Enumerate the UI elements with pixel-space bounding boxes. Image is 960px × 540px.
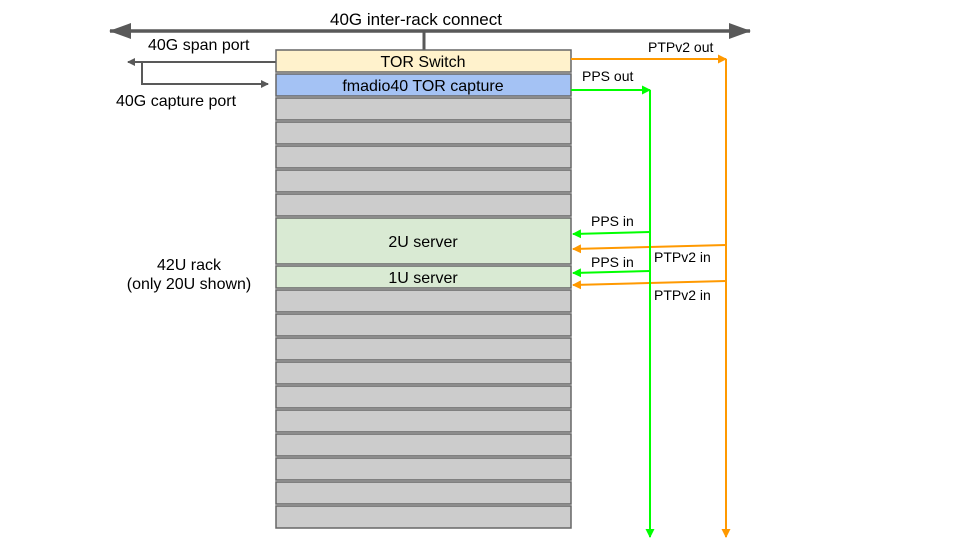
span-port-connector [141, 61, 276, 88]
empty-slots-top [275, 97, 572, 217]
fmadio-capture [275, 73, 572, 97]
empty-rack-slot [275, 385, 572, 409]
span-port-label: 40G span port [148, 37, 250, 54]
pps-out-label: PPS out [582, 68, 633, 84]
empty-rack-slot [275, 97, 572, 121]
fmadio-capture-label: fmadio40 TOR capture [342, 78, 503, 95]
rack: TOR Switch fmadio40 TOR capture 2U serve… [275, 49, 572, 529]
ptp-out-label: PTPv2 out [648, 39, 713, 55]
empty-rack-slot [275, 169, 572, 193]
server-1u [275, 265, 572, 289]
pps-in-label-1: PPS in [591, 213, 634, 229]
capture-port-label: 40G capture port [116, 93, 237, 110]
pps-in-label-2: PPS in [591, 254, 634, 270]
pps-in-1u-line [572, 268, 651, 278]
server-2u-label: 2U server [388, 234, 458, 251]
empty-rack-slot [275, 433, 572, 457]
rack-caption-line1: 42U rack [157, 257, 222, 274]
rack-caption-line2: (only 20U shown) [127, 276, 252, 293]
tor-switch-label: TOR Switch [380, 54, 465, 71]
ptp-in-label-2: PTPv2 in [654, 287, 711, 303]
empty-slots-bottom [275, 289, 572, 529]
span-capture-connection: 40G span port 40G capture port [116, 37, 276, 110]
empty-rack-slot [275, 337, 572, 361]
empty-rack-slot [275, 361, 572, 385]
server-1u-label: 1U server [388, 270, 458, 287]
inter-rack-connect: 40G inter-rack connect [109, 10, 751, 50]
ptp-lines: PTPv2 out PTPv2 in PTPv2 in [571, 39, 731, 538]
empty-rack-slot [275, 457, 572, 481]
inter-rack-connect-label: 40G inter-rack connect [330, 10, 502, 29]
empty-rack-slot [275, 313, 572, 337]
empty-rack-slot [275, 409, 572, 433]
server-2u [275, 217, 572, 265]
empty-rack-slot [275, 121, 572, 145]
ptp-in-label-1: PTPv2 in [654, 249, 711, 265]
pps-lines: PPS out PPS in PPS in [571, 68, 655, 538]
empty-rack-slot [275, 145, 572, 169]
empty-rack-slot [275, 289, 572, 313]
tor-switch [275, 49, 572, 73]
empty-rack-slot [275, 193, 572, 217]
empty-rack-slot [275, 505, 572, 529]
empty-rack-slot [275, 481, 572, 505]
pps-in-2u-line [572, 229, 651, 239]
